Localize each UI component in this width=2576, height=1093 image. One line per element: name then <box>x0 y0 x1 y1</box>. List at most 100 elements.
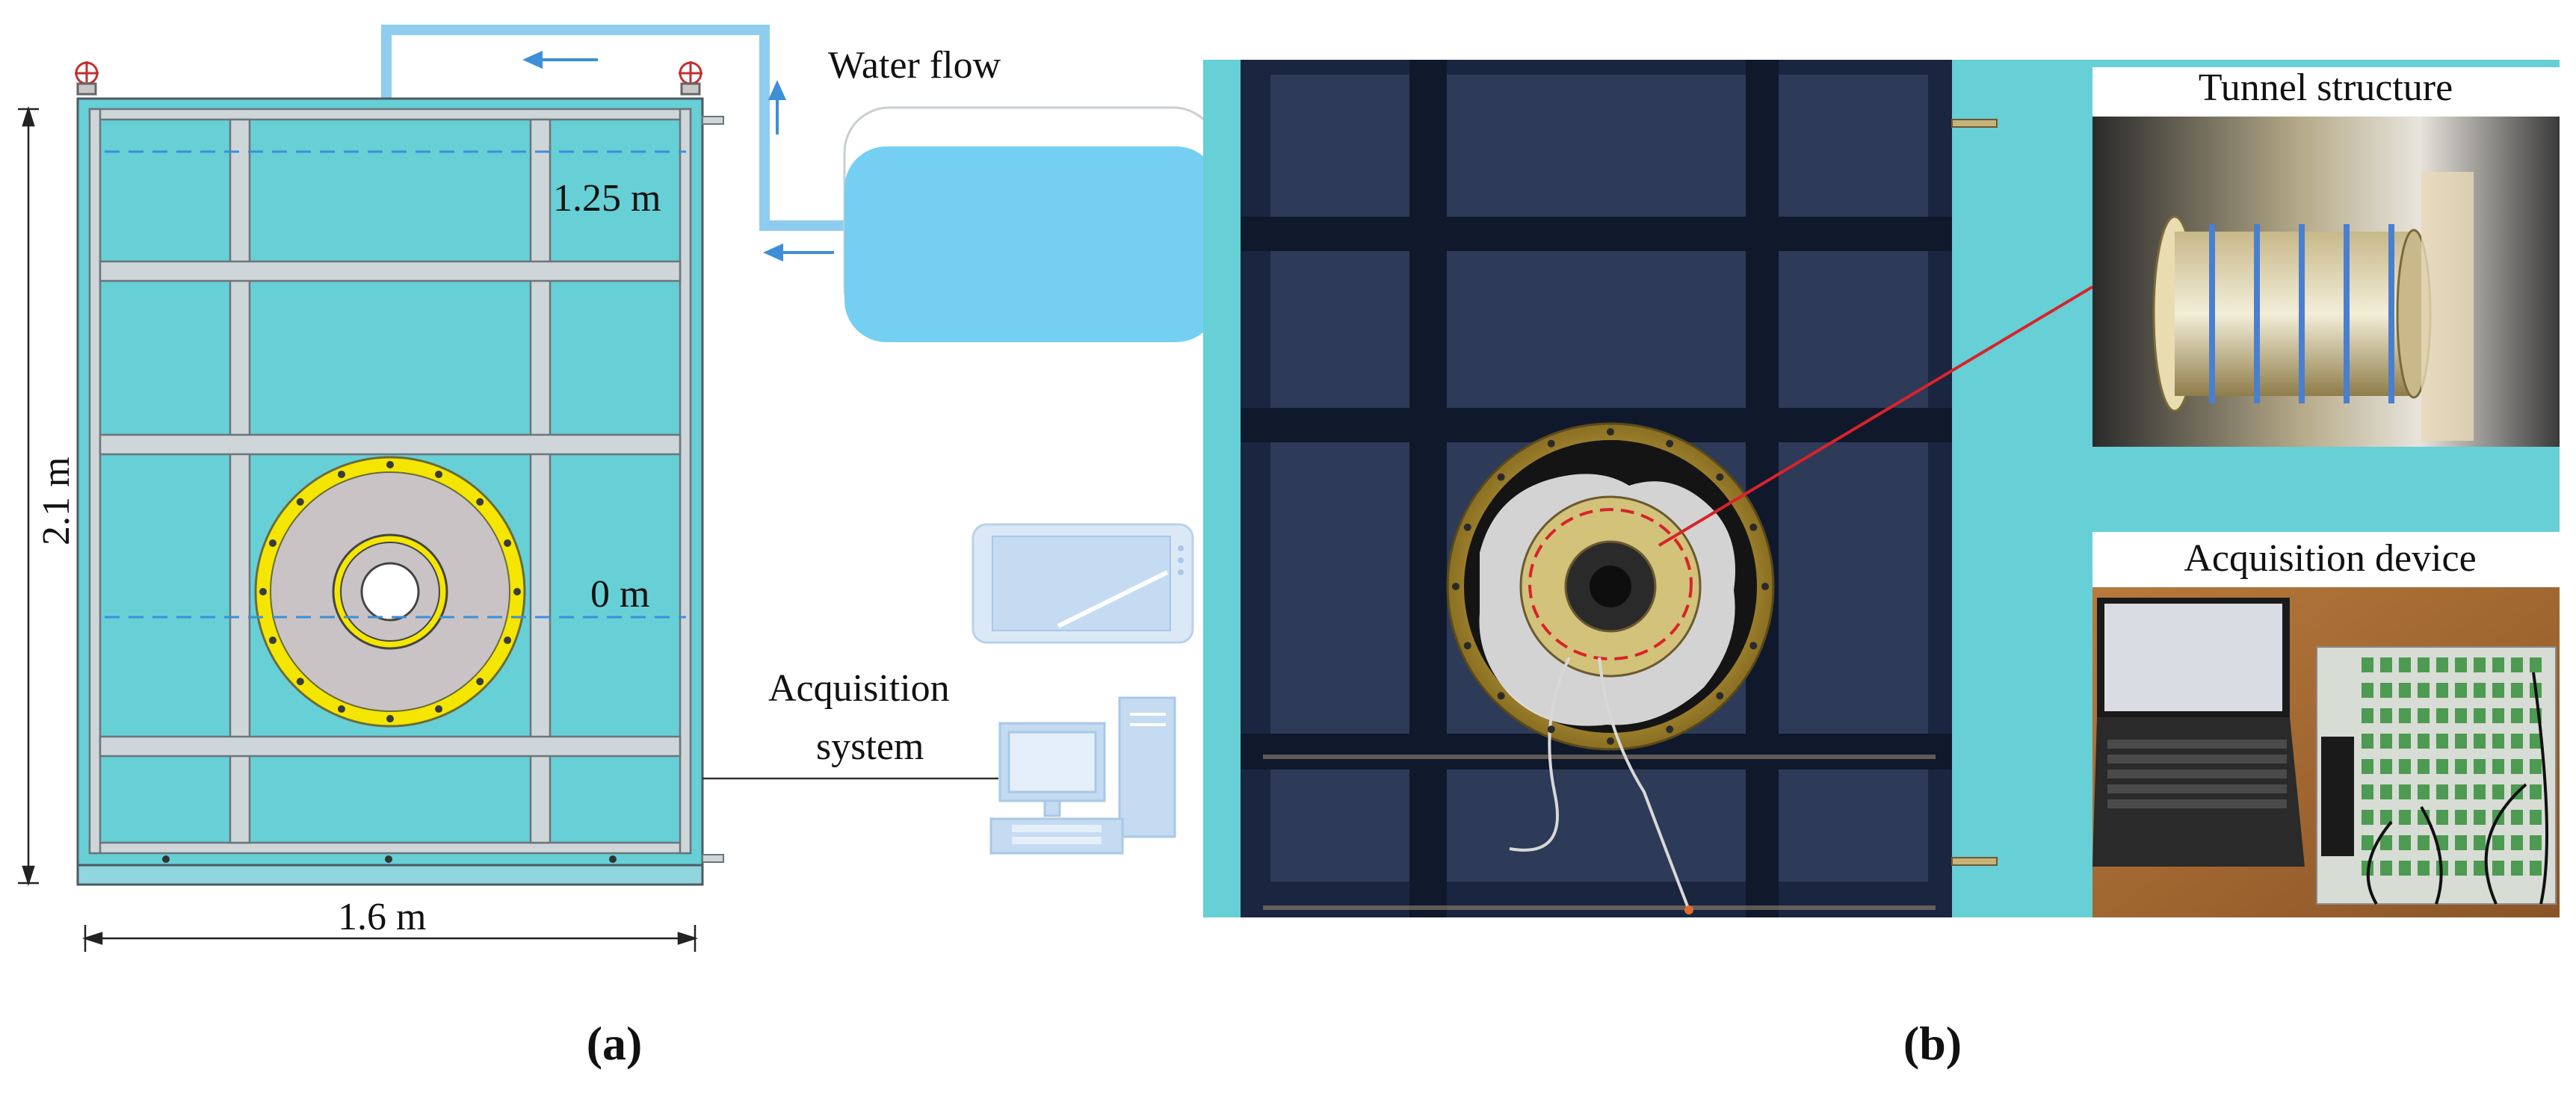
logger-channel <box>2511 759 2523 774</box>
logger-channel <box>2399 835 2411 850</box>
logger-channel <box>2492 835 2504 850</box>
photo-flange-bolts <box>1452 428 1769 745</box>
bolt <box>1547 439 1555 448</box>
bolt <box>1749 642 1758 650</box>
logger-channel <box>2362 734 2373 749</box>
logger-channel <box>2511 734 2523 749</box>
logger-channel <box>2380 708 2392 723</box>
logger-channel <box>2362 784 2373 799</box>
logger-channel <box>2362 835 2373 850</box>
logger-channel <box>2380 683 2392 698</box>
bolt <box>435 470 443 478</box>
logger-channel <box>2511 861 2523 876</box>
panel-b: Tunnel structure <box>1203 60 2560 917</box>
bolt <box>1607 737 1614 745</box>
logger-channel <box>2530 657 2542 672</box>
bolt <box>1716 473 1724 481</box>
logger-channel <box>2474 734 2486 749</box>
logger-channel <box>2362 708 2373 723</box>
tunnel-structure-inset <box>2092 67 2560 447</box>
logger-channel <box>2511 683 2523 698</box>
logger-channel <box>2474 759 2486 774</box>
logger-channel <box>2455 683 2467 698</box>
logger-channel <box>2474 657 2486 672</box>
bolt <box>268 637 277 645</box>
logger-channel <box>2530 861 2542 876</box>
logger-channel <box>2399 810 2411 825</box>
logger-channel <box>2399 734 2411 749</box>
logger-channel <box>2455 784 2467 799</box>
bolt <box>386 461 394 468</box>
logger-channel <box>2455 734 2467 749</box>
panel-a-label: (a) <box>587 1017 643 1070</box>
logger-channel <box>2530 810 2542 825</box>
logger-channel <box>2455 657 2467 672</box>
panel-a: 1.25 m 0 m Water flow 2.1 m <box>18 25 1220 952</box>
height-dimension <box>18 105 39 887</box>
logger-channel <box>2530 835 2542 850</box>
tank-frame <box>88 108 692 855</box>
lifting-lug-left <box>75 61 99 96</box>
acquisition-system-label-line2: system <box>816 725 924 768</box>
logger-channel <box>2511 835 2523 850</box>
logger-channel <box>2399 784 2411 799</box>
logger-channel <box>2436 810 2448 825</box>
logger-channel <box>2380 657 2392 672</box>
bolt <box>504 637 512 645</box>
logger-channel <box>2362 810 2373 825</box>
water-flow-label: Water flow <box>828 44 1001 87</box>
logger-channel <box>2399 708 2411 723</box>
bolt <box>435 705 443 713</box>
logger-channel <box>2436 734 2448 749</box>
steel-plate-photo <box>1241 60 1998 917</box>
logger-channel <box>2455 759 2467 774</box>
bolt <box>268 539 277 547</box>
bolt <box>1497 692 1505 700</box>
flange-bolts <box>259 461 521 722</box>
logger-channel <box>2511 657 2523 672</box>
level-zero-label: 0 m <box>590 573 649 616</box>
bolt <box>296 678 304 686</box>
logger-channel <box>2492 861 2504 876</box>
logger-channel <box>2380 861 2392 876</box>
logger-channel <box>2436 657 2448 672</box>
bolt <box>1547 725 1555 734</box>
logger-channel <box>2380 810 2392 825</box>
callout-line <box>1658 285 2094 547</box>
bolt <box>504 539 512 547</box>
level-high-label: 1.25 m <box>553 177 661 220</box>
logger-channel <box>2380 759 2392 774</box>
bolt <box>1463 523 1471 531</box>
logger-channel <box>2455 810 2467 825</box>
logger-channel <box>2436 708 2448 723</box>
logger-channel <box>2530 759 2542 774</box>
logger-channel <box>2474 835 2486 850</box>
bolt <box>1716 692 1724 700</box>
bolt <box>1666 439 1674 448</box>
logger-channel <box>2418 835 2430 850</box>
bolt <box>337 470 345 478</box>
computer-icon <box>989 696 1176 855</box>
logger-channel <box>2474 810 2486 825</box>
logger-channel <box>2380 835 2392 850</box>
width-label: 1.6 m <box>338 896 426 938</box>
bolt <box>337 705 345 713</box>
logger-channel <box>2530 784 2542 799</box>
bolt <box>513 588 521 595</box>
logger-channel <box>2511 708 2523 723</box>
logger-channel <box>2362 683 2373 698</box>
tank-bolts <box>162 855 617 863</box>
logger-channel <box>2474 683 2486 698</box>
logger-channel <box>2399 683 2411 698</box>
logger-channel <box>2436 784 2448 799</box>
logger-channel <box>2418 784 2430 799</box>
logger-channel <box>2492 759 2504 774</box>
tunnel-highlight <box>1528 508 1693 660</box>
logger-channel <box>2399 759 2411 774</box>
logger-channel <box>2418 708 2430 723</box>
flow-arrows <box>522 50 834 262</box>
logger-channel <box>2362 759 2373 774</box>
bolt <box>259 588 267 595</box>
bolt <box>296 498 304 506</box>
